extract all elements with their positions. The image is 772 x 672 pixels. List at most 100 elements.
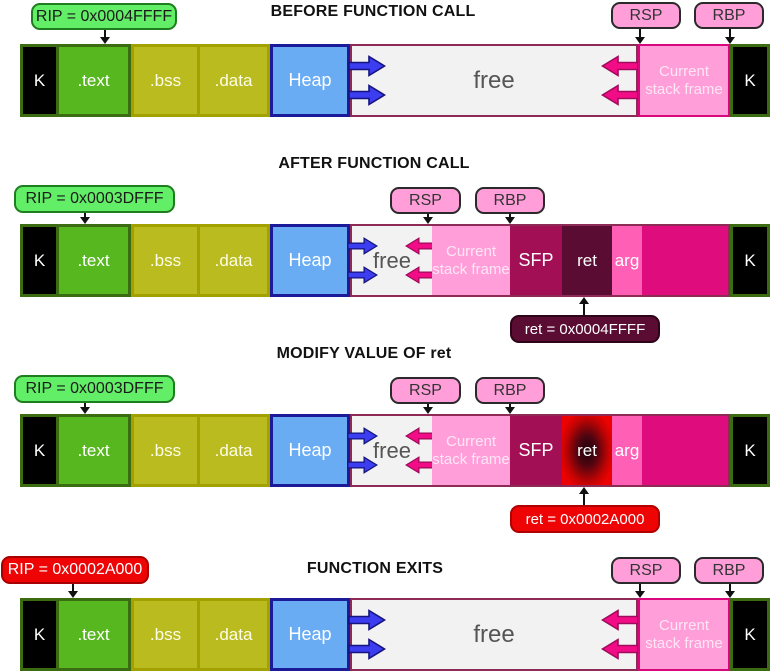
segment-arg: arg [612,416,642,485]
arrow-down-icon [80,403,90,414]
stack-region: free Current stack frame SFP ret arg [347,224,730,297]
stack-region: free Current stack frame SFP ret arg [347,414,730,487]
arrow-down-icon [68,584,78,598]
segment-label: K [33,440,46,460]
rsp-label: RSP [390,377,461,404]
heap-growth-arrow-icon [348,638,386,660]
segment-label: .text [77,440,110,460]
segment-bss: .bss [131,414,200,487]
segment-data: .data [200,598,270,671]
arrow-up-icon [579,297,589,315]
arrow-down-icon [80,213,90,224]
segment-label: K [744,70,756,90]
segment-label: Heap [288,250,332,270]
arrow-down-icon [635,584,645,598]
stack-growth-arrow-icon [601,638,639,660]
segment-heap: Heap [270,44,350,117]
rsp-label: RSP [611,2,681,29]
ret-value-label: ret = 0x0004FFFF [510,315,660,343]
segment-label: K [744,624,756,644]
section-title: FUNCTION EXITS [306,560,444,577]
memory-bar: K .text .bss .data Heap free Current sta… [20,224,770,297]
segment-kernel: K [20,414,59,487]
heap-growth-arrow-icon [347,456,378,474]
heap-growth-arrow-icon [347,427,378,445]
segment-label: .bss [149,624,182,644]
segment-label: Heap [288,440,332,460]
segment-stack-frame: Current stack frame [432,416,510,485]
stack-growth-arrow-icon [601,609,639,631]
heap-growth-arrow-icon [347,266,378,284]
segment-label: arg [614,440,640,460]
segment-label: SFP [518,440,554,460]
section-title: AFTER FUNCTION CALL [278,155,470,172]
heap-growth-arrow-icon [348,84,386,106]
arrow-down-icon [505,214,515,224]
segment-label: .bss [149,70,182,90]
segment-label: free [473,66,515,94]
segment-label: K [744,440,756,460]
section-title: MODIFY VALUE OF ret [276,345,452,362]
segment-label: Current stack frame [432,433,510,468]
segment-stack-frame: Current stack frame [432,226,510,295]
segment-text: .text [59,224,131,297]
segment-bss: .bss [131,224,200,297]
segment-label: K [33,624,46,644]
segment-free: free [348,44,639,117]
stack-growth-arrow-icon [601,84,639,106]
rbp-label: RBP [694,2,764,29]
segment-free: free [348,598,639,671]
segment-label: free [373,437,411,463]
segment-label: ret [577,250,597,270]
segment-text: .text [59,44,131,117]
rip-label: RIP = 0x0003DFFF [14,185,175,213]
segment-text: .text [59,414,131,487]
segment-label: Heap [288,624,332,644]
segment-label: .data [214,440,253,460]
memory-bar: K .text .bss .data Heap free Current sta… [20,598,770,671]
segment-stack-frame: Current stack frame [638,598,730,671]
segment-sfp: SFP [510,416,562,485]
segment-label: K [33,70,46,90]
heap-growth-arrow-icon [347,237,378,255]
rbp-label: RBP [475,377,545,404]
segment-data: .data [200,44,270,117]
segment-label: Current stack frame [645,617,723,652]
segment-arg: arg [612,226,642,295]
segment-sfp: SFP [510,226,562,295]
segment-kernel: K [20,44,59,117]
segment-heap: Heap [270,224,350,297]
segment-label: .text [77,70,110,90]
segment-label: arg [614,250,640,270]
memory-bar: K .text .bss .data Heap free Current sta… [20,44,770,117]
segment-label: .text [77,250,110,270]
segment-label: .text [77,624,110,644]
segment-kernel: K [730,44,770,117]
arrow-up-icon [579,487,589,505]
arrow-down-icon [423,404,433,414]
segment-label: Current stack frame [645,63,723,98]
segment-kernel: K [730,598,770,671]
arrow-down-icon [635,29,645,44]
segment-data: .data [200,414,270,487]
segment-heap: Heap [270,598,350,671]
segment-kernel: K [20,598,59,671]
heap-growth-arrow-icon [348,609,386,631]
arrow-down-icon [100,30,110,44]
arrow-down-icon [505,404,515,414]
rip-label: RIP = 0x0002A000 [1,556,149,584]
segment-free: free [347,416,436,485]
arrow-down-icon [725,584,735,598]
segment-kernel: K [730,224,770,297]
section-title: BEFORE FUNCTION CALL [270,3,476,20]
segment-label: K [744,250,756,270]
segment-stack-frame: Current stack frame [638,44,730,117]
segment-label: K [33,250,46,270]
segment-previous-stack-frame [642,226,728,295]
segment-label: free [473,620,515,648]
segment-data: .data [200,224,270,297]
segment-label: .bss [149,250,182,270]
segment-label: .data [214,250,253,270]
segment-bss: .bss [131,598,200,671]
segment-label: Current stack frame [432,243,510,278]
